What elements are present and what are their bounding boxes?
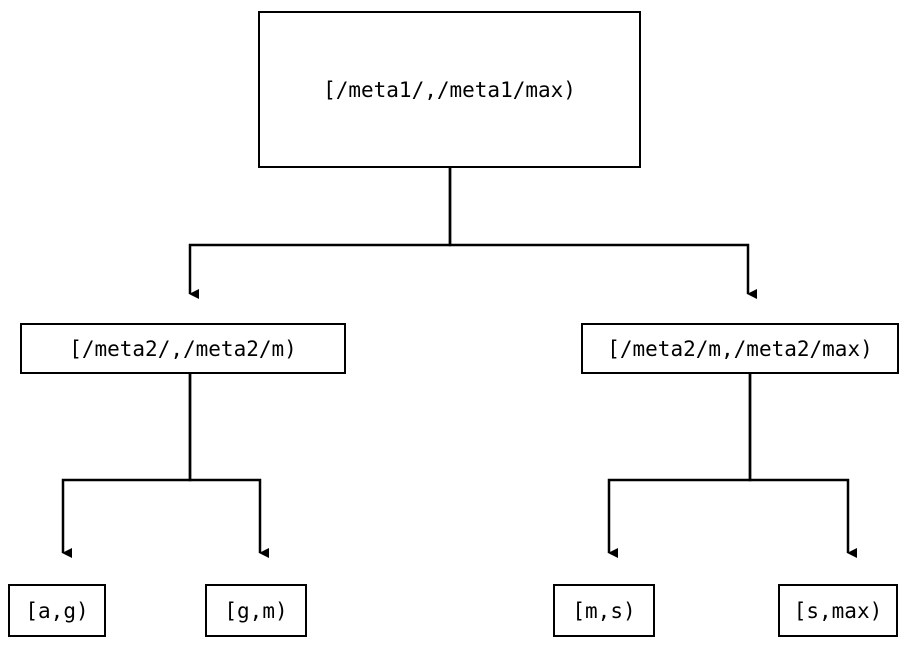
edge-root-to-meta2-high: [448, 168, 757, 299]
edge-meta2-high-to-leaf-ms: [607, 374, 752, 558]
tree-node-leaf-ms[interactable]: [m,s): [553, 584, 655, 637]
tree-node-leaf-ms-label: [m,s): [572, 598, 636, 623]
tree-node-meta2-low-label: [/meta2/,/meta2/m): [69, 336, 297, 361]
tree-node-leaf-ag-label: [a,g): [25, 598, 89, 623]
tree-node-meta2-high[interactable]: [/meta2/m,/meta2/max): [581, 323, 899, 374]
edge-meta2-low-to-leaf-gm: [188, 374, 269, 558]
tree-node-root-label: [/meta1/,/meta1/max): [323, 77, 576, 102]
edge-meta2-low-to-leaf-ag: [61, 374, 192, 558]
tree-node-leaf-smax-label: [s,max): [793, 598, 883, 623]
tree-node-leaf-gm-label: [g,m): [224, 598, 288, 623]
tree-node-root[interactable]: [/meta1/,/meta1/max): [258, 11, 641, 168]
tree-node-leaf-smax[interactable]: [s,max): [778, 584, 898, 637]
tree-node-meta2-low[interactable]: [/meta2/,/meta2/m): [20, 323, 346, 374]
tree-node-meta2-high-label: [/meta2/m,/meta2/max): [607, 336, 873, 361]
tree-node-leaf-gm[interactable]: [g,m): [205, 584, 307, 637]
tree-node-leaf-ag[interactable]: [a,g): [8, 584, 106, 637]
edge-meta2-high-to-leaf-smax: [748, 374, 857, 558]
edge-root-to-meta2-low: [188, 168, 452, 299]
